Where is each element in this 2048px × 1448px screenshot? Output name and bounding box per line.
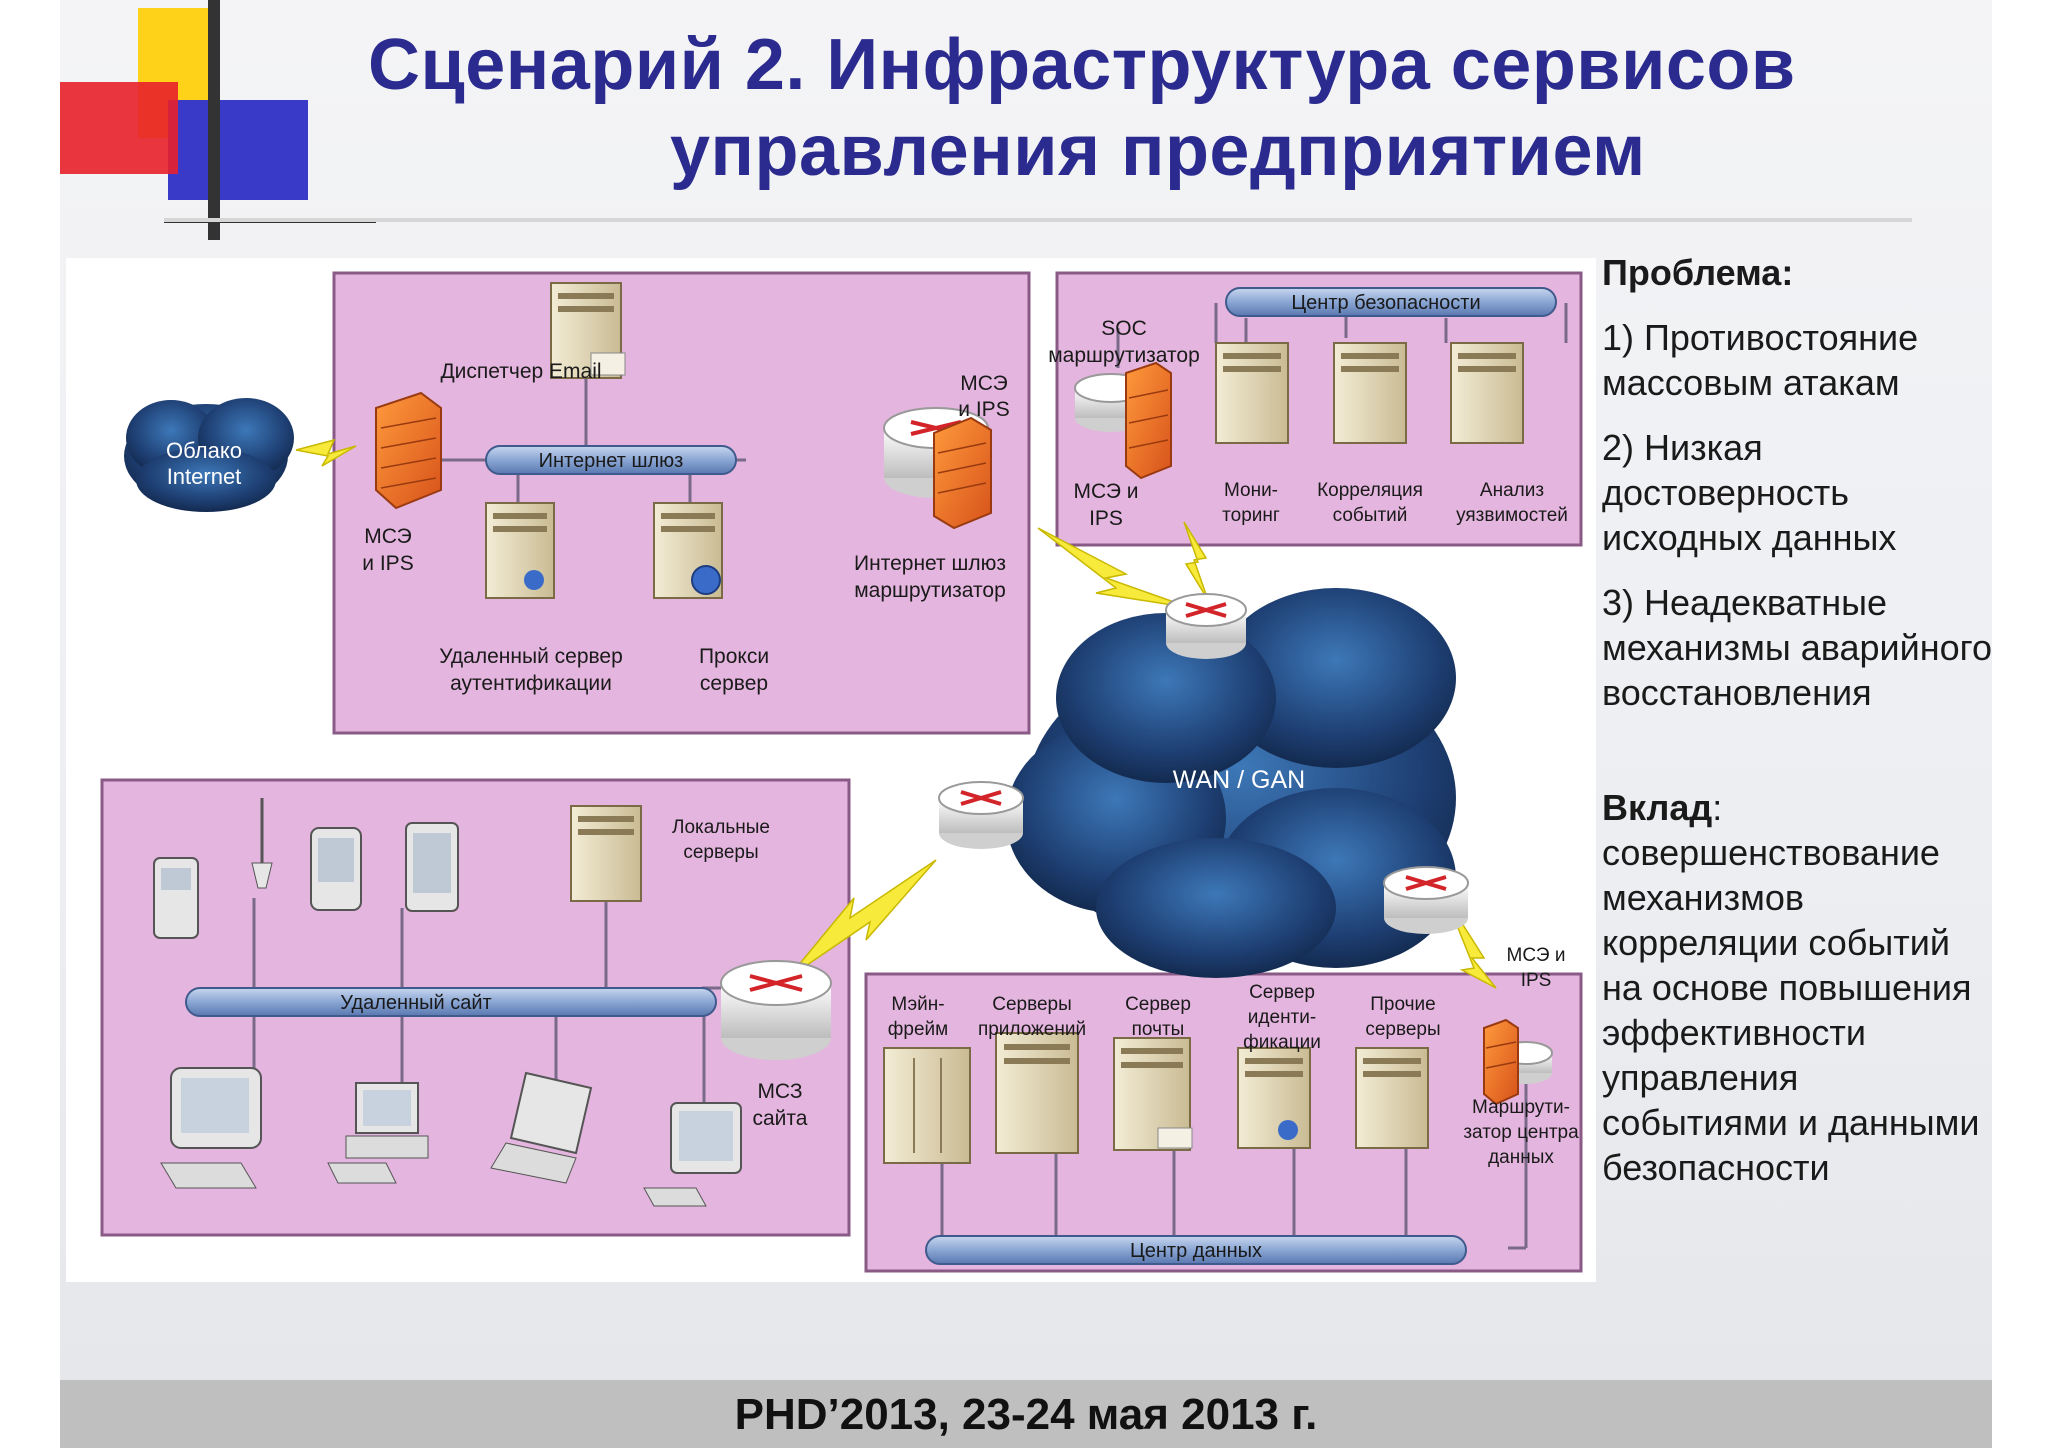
fw-soc-label-1: МСЭ и <box>1073 480 1138 503</box>
wan-router-top-icon <box>1166 594 1246 659</box>
fw-soc-label-2: IPS <box>1089 507 1123 530</box>
title-underline <box>164 218 1912 222</box>
ident-server-icon <box>1238 1048 1310 1148</box>
mail-server-label-2: почты <box>1132 1019 1185 1040</box>
security-center-bus-label: Центр безопасности <box>1291 292 1480 314</box>
app-servers-label-2: приложений <box>978 1019 1086 1040</box>
firewall-dc-icon <box>1484 1020 1518 1104</box>
dc-router-label-1: Маршрути- <box>1472 1097 1570 1118</box>
gateway-router-label-2: маршрутизатор <box>854 579 1006 602</box>
email-manager-label: Диспетчер Email <box>440 360 601 383</box>
soc-router-label-1: SOC <box>1101 317 1147 340</box>
fw-gateway-label-1: МСЭ <box>960 372 1008 395</box>
fw-left-label-2: и IPS <box>362 552 413 575</box>
data-center-bus-label: Центр данных <box>1130 1240 1262 1262</box>
internet-gateway-bus: Интернет шлюз <box>486 446 736 474</box>
contribution-heading: Вклад <box>1602 787 1712 828</box>
local-server-icon <box>571 806 641 901</box>
mail-server-icon <box>1114 1038 1192 1150</box>
remote-site-bus-label: Удаленный сайт <box>340 992 491 1014</box>
network-diagram: WAN / GAN Облако Internet <box>66 258 1596 1282</box>
correlation-label-2: событий <box>1333 505 1408 526</box>
monitoring-label-1: Мони- <box>1224 480 1278 501</box>
proxy-server-label-1: Прокси <box>699 645 769 668</box>
correlation-server-icon <box>1334 343 1406 443</box>
other-servers-label-2: серверы <box>1365 1019 1440 1040</box>
fw-dc-label-2: IPS <box>1521 970 1552 991</box>
problem-item-1: 1) Противостояние массовым атакам <box>1602 315 1992 405</box>
fw-dc-label-1: МСЭ и <box>1507 945 1566 966</box>
internet-gateway-bus-label: Интернет шлюз <box>539 450 684 472</box>
firewall-soc-icon <box>1126 363 1171 478</box>
auth-server-label-2: аутентификации <box>450 672 612 695</box>
other-servers-label-1: Прочие <box>1370 994 1435 1015</box>
internet-cloud-label-2: Internet <box>167 464 242 489</box>
soc-router-label-2: маршрутизатор <box>1048 344 1200 367</box>
ident-server-label-3: фикации <box>1243 1032 1321 1053</box>
auth-server-label-1: Удаленный сервер <box>439 645 623 668</box>
firewall-left-icon <box>376 393 441 508</box>
footer-text: PHD’2013, 23-24 мая 2013 г. <box>60 1390 1992 1440</box>
problem-item-2: 2) Низкая достоверность исходных данных <box>1602 425 1992 560</box>
vuln-analysis-label-1: Анализ <box>1480 480 1544 501</box>
wan-router-right-icon <box>1384 867 1468 934</box>
data-center-bus: Центр данных <box>926 1236 1466 1264</box>
vuln-analysis-server-icon <box>1451 343 1523 443</box>
proxy-server-icon <box>654 503 722 598</box>
monitoring-label-2: торинг <box>1222 505 1280 526</box>
firewall-gateway-icon <box>934 418 991 528</box>
vuln-analysis-label-2: уязвимостей <box>1456 505 1568 526</box>
local-servers-label-1: Локальные <box>672 817 770 838</box>
mainframe-label-2: фрейм <box>888 1019 948 1040</box>
app-servers-label-1: Серверы <box>992 994 1072 1015</box>
dc-router-label-2: затор центра <box>1463 1122 1579 1143</box>
wan-router-left-icon <box>939 782 1023 849</box>
site-firewall-label-2: сайта <box>753 1107 808 1130</box>
gateway-router-label-1: Интернет шлюз <box>854 552 1006 575</box>
contribution-text: : совершенствование механизмов корреляци… <box>1602 787 1980 1188</box>
site-firewall-label-1: МСЗ <box>757 1080 802 1103</box>
wan-cloud-label: WAN / GAN <box>1173 766 1305 794</box>
dc-router-label-3: данных <box>1488 1147 1554 1168</box>
mainframe-icon <box>884 1048 970 1163</box>
footer-bar: PHD’2013, 23-24 мая 2013 г. <box>60 1380 1992 1448</box>
fw-left-label-1: МСЭ <box>364 525 412 548</box>
slide-title-line-2: управления предприятием <box>670 110 1646 192</box>
other-servers-icon <box>1356 1048 1428 1148</box>
tablet-icon <box>406 823 458 911</box>
proxy-server-label-2: сервер <box>700 672 768 695</box>
fw-gateway-label-2: и IPS <box>958 398 1009 421</box>
site-router-icon <box>721 961 831 1060</box>
monitoring-server-icon <box>1216 343 1288 443</box>
local-servers-label-2: серверы <box>683 842 758 863</box>
ident-server-label-2: иденти- <box>1248 1007 1316 1028</box>
mobile-phone-icon <box>154 858 198 938</box>
contribution-paragraph: Вклад: совершенствование механизмов корр… <box>1602 785 1992 1190</box>
problem-heading: Проблема: <box>1602 250 1992 295</box>
slide-title-line-1: Сценарий 2. Инфраструктура сервисов <box>368 24 1796 106</box>
remote-site-bus: Удаленный сайт <box>186 988 716 1016</box>
app-servers-icon <box>996 1033 1078 1153</box>
auth-server-icon <box>486 503 554 598</box>
security-center-bus: Центр безопасности <box>1226 288 1556 316</box>
pda-icon <box>311 828 361 910</box>
mainframe-label-1: Мэйн- <box>891 994 944 1015</box>
title-decoration <box>60 0 380 240</box>
ident-server-label-1: Сервер <box>1249 982 1315 1003</box>
side-panel: Проблема: 1) Противостояние массовым ата… <box>1602 250 1992 1210</box>
correlation-label-1: Корреляция <box>1317 480 1423 501</box>
mail-server-label-1: Сервер <box>1125 994 1191 1015</box>
slide: Сценарий 2. Инфраструктура сервисов упра… <box>60 0 1992 1448</box>
internet-cloud-label-1: Облако <box>166 438 242 463</box>
problem-item-3: 3) Неадекватные механизмы аварийного вос… <box>1602 580 1992 715</box>
